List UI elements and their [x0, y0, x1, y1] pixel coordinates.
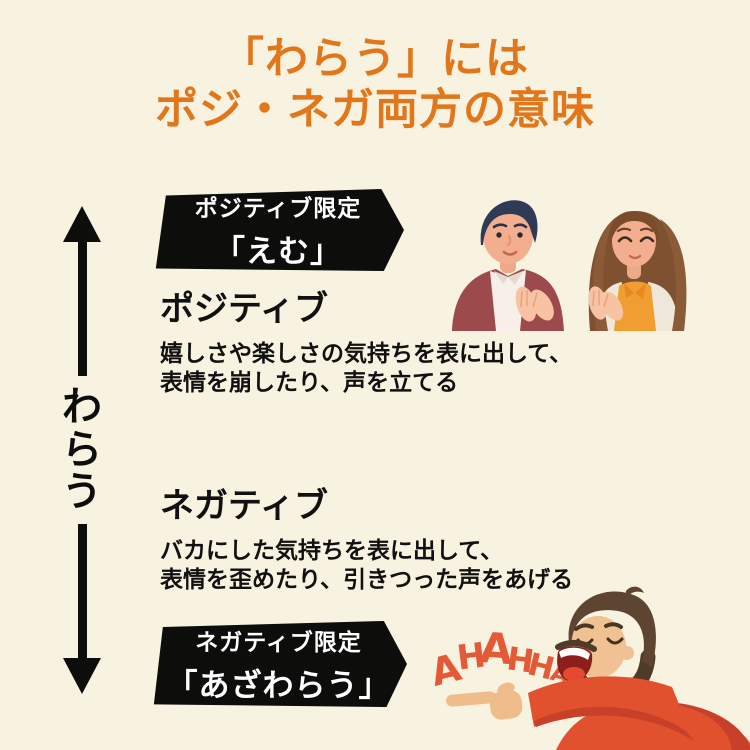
title-line2: ポジ・ネガ両方の意味 [155, 85, 595, 134]
negative-badge-label: ネガティブ限定 [195, 629, 362, 655]
title-line1: 「わらう」には [221, 35, 529, 83]
axis-label: わ ら う [62, 385, 102, 515]
warau-spectrum-axis: わ ら う [56, 206, 108, 695]
page-title: 「わらう」には ポジ・ネガ両方の意味 [0, 34, 750, 135]
positive-section: ポジティブ 嬉しさや楽しさの気持ちを表に出して、 表情を崩したり、声を立てる [160, 289, 572, 398]
man-figure [452, 200, 564, 331]
negative-section: ネガティブ バカにした気持ちを表に出して、 表情を歪めたり、引きつった声をあげる [160, 486, 573, 595]
positive-badge: ポジティブ限定 「えむ」 [155, 189, 404, 271]
woman-clapping-hands [588, 286, 624, 321]
laughing-man-figure [446, 586, 750, 750]
negative-badge: ネガティブ限定 「あざわらう」 [153, 621, 407, 707]
negative-badge-word: 「あざわらう」 [166, 668, 391, 703]
laughing-man-illustration [446, 586, 750, 750]
woman-figure [588, 211, 687, 331]
positive-badge-label: ポジティブ限定 [194, 195, 362, 221]
positive-description: 嬉しさや楽しさの気持ちを表に出して、 表情を崩したり、声を立てる [160, 339, 573, 396]
axis-char: わ [62, 385, 102, 430]
positive-badge-word: 「えむ」 [214, 234, 342, 269]
positive-heading: ポジティブ [160, 290, 328, 328]
negative-heading: ネガティブ [160, 487, 328, 525]
axis-line-bottom [77, 523, 87, 659]
couple-clapping-illustration [452, 200, 687, 331]
axis-char: ら [62, 427, 102, 472]
axis-line-top [77, 242, 87, 377]
negative-description: バカにした気持ちを表に出して、 表情を歪めたり、引きつった声をあげる [160, 536, 574, 593]
arrow-up-icon [63, 206, 101, 242]
man-clapping-hands [515, 286, 554, 322]
arrow-down-icon [63, 658, 101, 695]
axis-char: う [62, 470, 102, 515]
pointing-hand [446, 682, 523, 720]
